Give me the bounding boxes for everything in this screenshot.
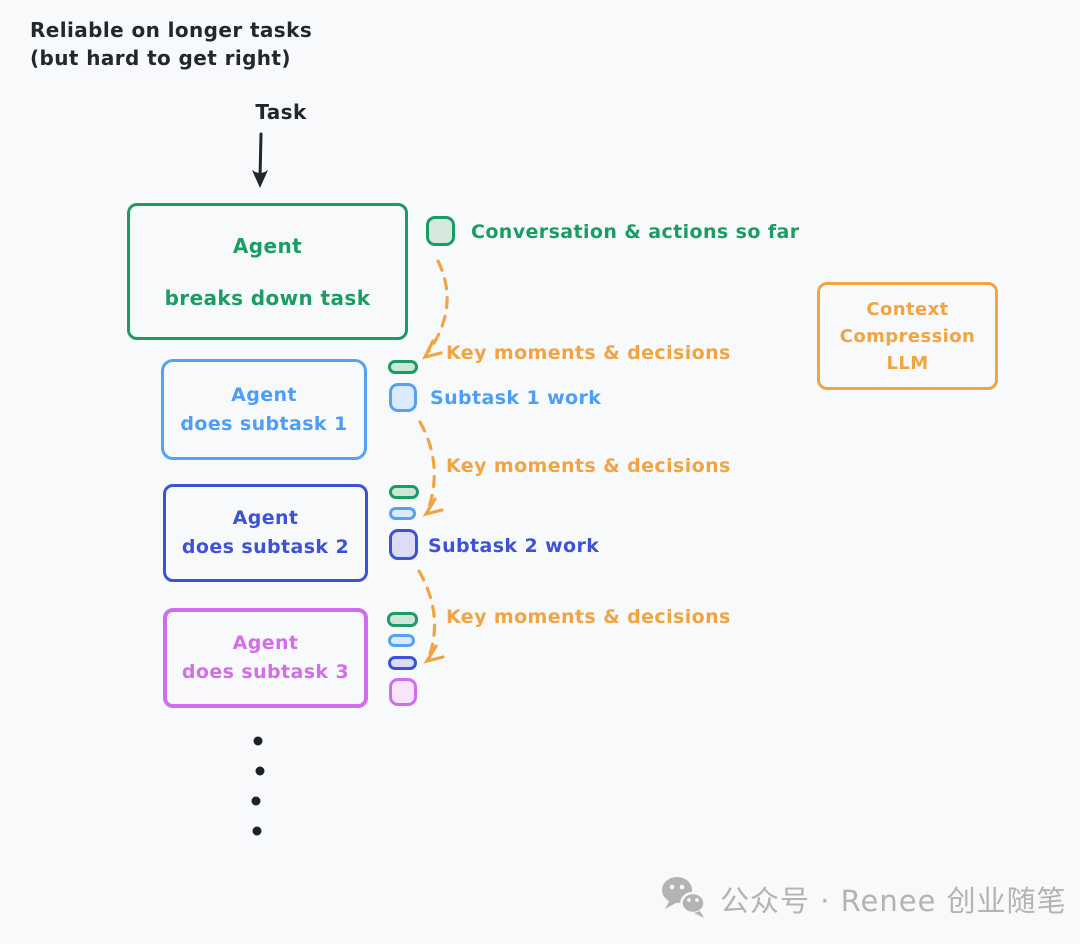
continuation-dot <box>252 826 262 836</box>
title-annotation: Reliable on longer tasks (but hard to ge… <box>30 16 312 72</box>
agent-subtask-1-box: Agent does subtask 1 <box>161 359 367 460</box>
title-line-1: Reliable on longer tasks <box>30 18 313 42</box>
agent-subtask-2-line2: does subtask 2 <box>181 536 350 558</box>
agent-breakdown-subtitle: breaks down task <box>164 285 371 310</box>
watermark-text: 公众号 · Renee 创业随笔 <box>720 884 1067 918</box>
agent-subtask-3-line1: Agent <box>232 632 299 654</box>
subtask-1-work-label: Subtask 1 work <box>430 387 602 409</box>
task-arrow <box>252 132 268 188</box>
dashed-arrow-1-head <box>422 339 443 360</box>
continuation-dots <box>251 736 265 836</box>
title-line-2: (but hard to get right) <box>30 46 291 70</box>
agent-breakdown-box: Agent breaks down task <box>127 203 408 340</box>
subtask-2-work-chip-icon <box>389 529 418 560</box>
subtask-1-summary-chip-icon <box>388 634 415 647</box>
dashed-arrow-2-head <box>422 497 444 517</box>
dashed-arrow-2 <box>418 420 436 509</box>
key-moments-label-3: Key moments & decisions <box>446 606 731 628</box>
agent-subtask-3-box: Agent does subtask 3 <box>163 608 368 708</box>
continuation-dot <box>251 796 261 806</box>
agent-subtask-2-line1: Agent <box>232 507 299 529</box>
context-compression-line2: Compression <box>839 325 976 347</box>
subtask-3-work-chip-icon <box>389 678 417 706</box>
context-compression-box: Context Compression LLM <box>817 282 998 390</box>
agent-subtask-3-line2: does subtask 3 <box>181 661 350 683</box>
agent-subtask-2-box: Agent does subtask 2 <box>163 484 368 582</box>
agent-breakdown-title: Agent <box>232 233 303 258</box>
subtask-2-work-label: Subtask 2 work <box>428 535 600 557</box>
subtask-2-summary-chip-icon <box>388 656 417 670</box>
conversation-label: Conversation & actions so far <box>471 221 800 243</box>
dashed-arrow-1 <box>427 259 449 353</box>
agent-subtask-1-line2: does subtask 1 <box>180 412 348 435</box>
task-label: Task <box>255 100 307 124</box>
key-moments-label-2: Key moments & decisions <box>446 455 731 477</box>
continuation-dot <box>255 766 265 776</box>
key-moments-chip-icon <box>387 612 418 627</box>
dashed-arrow-3-head <box>423 644 445 664</box>
wechat-icon <box>662 877 706 918</box>
context-compression-line3: LLM <box>886 352 929 374</box>
conversation-chip-icon <box>426 216 455 246</box>
key-moments-chip-icon <box>389 485 419 499</box>
key-moments-chip-icon <box>388 360 418 374</box>
subtask-1-work-chip-icon <box>389 383 417 412</box>
continuation-dot <box>253 736 263 746</box>
key-moments-label-1: Key moments & decisions <box>446 342 731 364</box>
context-compression-line1: Context <box>866 298 949 320</box>
dashed-arrow-3 <box>417 569 437 656</box>
subtask-1-summary-chip-icon <box>389 507 416 520</box>
agent-subtask-1-line1: Agent <box>231 383 297 406</box>
watermark: 公众号 · Renee 创业随笔 <box>660 875 1067 923</box>
